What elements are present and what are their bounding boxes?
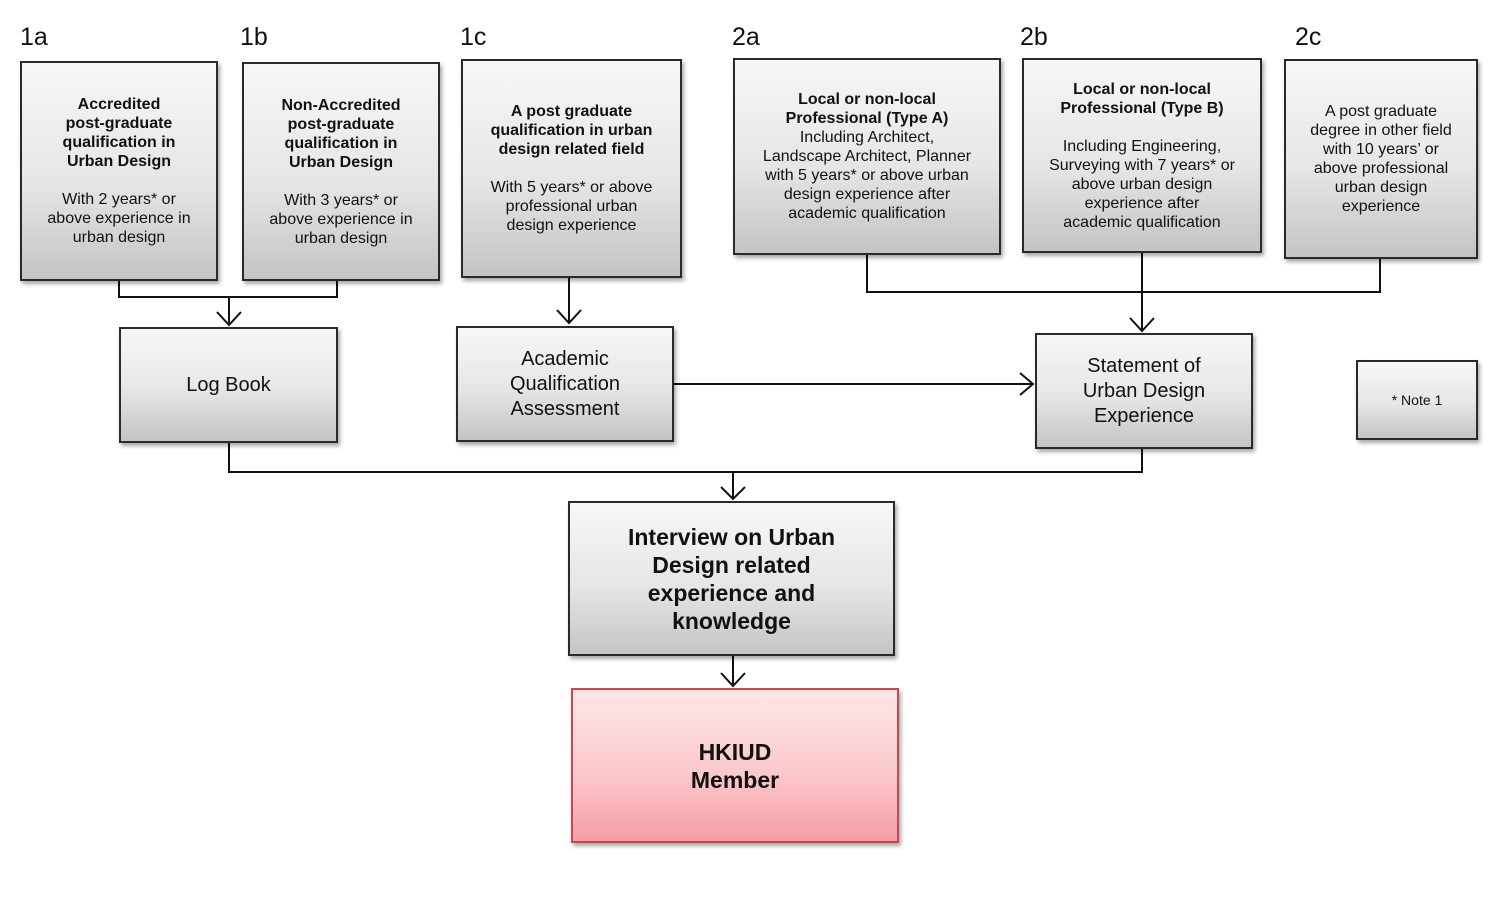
academic-assessment-box: Academic Qualification Assessment bbox=[456, 326, 674, 442]
arrowhead-academic bbox=[556, 309, 582, 325]
box-1a-accredited: Accredited post-graduate qualification i… bbox=[20, 61, 218, 281]
hkiud-member-label: HKIUD Member bbox=[690, 738, 780, 793]
interview-label: Interview on Urban Design related experi… bbox=[627, 523, 836, 634]
box-2c-body: A post graduate degree in other field wi… bbox=[1310, 103, 1452, 215]
arrowhead-log-book bbox=[216, 311, 242, 327]
box-1a-body: With 2 years* or above experience in urb… bbox=[47, 191, 191, 246]
connector-1a-1b bbox=[118, 281, 338, 298]
box-2c-other-field: A post graduate degree in other field wi… bbox=[1284, 59, 1478, 259]
box-2b-title: Local or non-local Professional (Type B) bbox=[1060, 80, 1224, 117]
connector-log-statement bbox=[228, 443, 1143, 473]
box-1b-body: With 3 years* or above experience in urb… bbox=[269, 191, 413, 247]
box-2a-type-a: Local or non-local Professional (Type A)… bbox=[733, 58, 1001, 255]
interview-box: Interview on Urban Design related experi… bbox=[568, 501, 895, 656]
academic-assessment-label: Academic Qualification Assessment bbox=[509, 347, 621, 420]
box-1c-related-field: A post graduate qualification in urban d… bbox=[461, 59, 682, 278]
arrowhead-statement-top bbox=[1129, 317, 1155, 333]
box-1a-title: Accredited post-graduate qualification i… bbox=[62, 96, 176, 170]
hkiud-member-box: HKIUD Member bbox=[571, 688, 899, 843]
box-2b-type-b: Local or non-local Professional (Type B)… bbox=[1022, 58, 1262, 253]
box-1b-non-accredited: Non-Accredited post-graduate qualificati… bbox=[242, 62, 440, 281]
statement-label: Statement of Urban Design Experience bbox=[1082, 354, 1206, 427]
label-1b: 1b bbox=[240, 23, 268, 51]
box-2a-title: Local or non-local Professional (Type A) bbox=[785, 91, 949, 127]
statement-box: Statement of Urban Design Experience bbox=[1035, 333, 1253, 449]
arrowhead-statement-left bbox=[1019, 372, 1035, 396]
label-1c: 1c bbox=[460, 23, 487, 51]
arrowhead-member bbox=[720, 672, 746, 688]
box-2b-body: Including Engineering, Surveying with 7 … bbox=[1049, 137, 1235, 231]
connector-2a-2c bbox=[866, 255, 1381, 293]
label-2a: 2a bbox=[732, 23, 760, 51]
box-2a-body: Including Architect, Landscape Architect… bbox=[762, 129, 972, 222]
note-label: * Note 1 bbox=[1391, 392, 1443, 408]
box-1c-title: A post graduate qualification in urban d… bbox=[490, 103, 653, 158]
label-2b: 2b bbox=[1020, 23, 1048, 51]
label-1a: 1a bbox=[20, 23, 48, 51]
log-book-label: Log Book bbox=[186, 373, 271, 396]
label-2c: 2c bbox=[1295, 23, 1322, 51]
note-box: * Note 1 bbox=[1356, 360, 1478, 440]
log-book-box: Log Book bbox=[119, 327, 338, 443]
box-1b-title: Non-Accredited post-graduate qualificati… bbox=[281, 96, 401, 171]
box-1c-body: With 5 years* or above professional urba… bbox=[490, 179, 653, 234]
arrowhead-interview bbox=[720, 486, 746, 501]
